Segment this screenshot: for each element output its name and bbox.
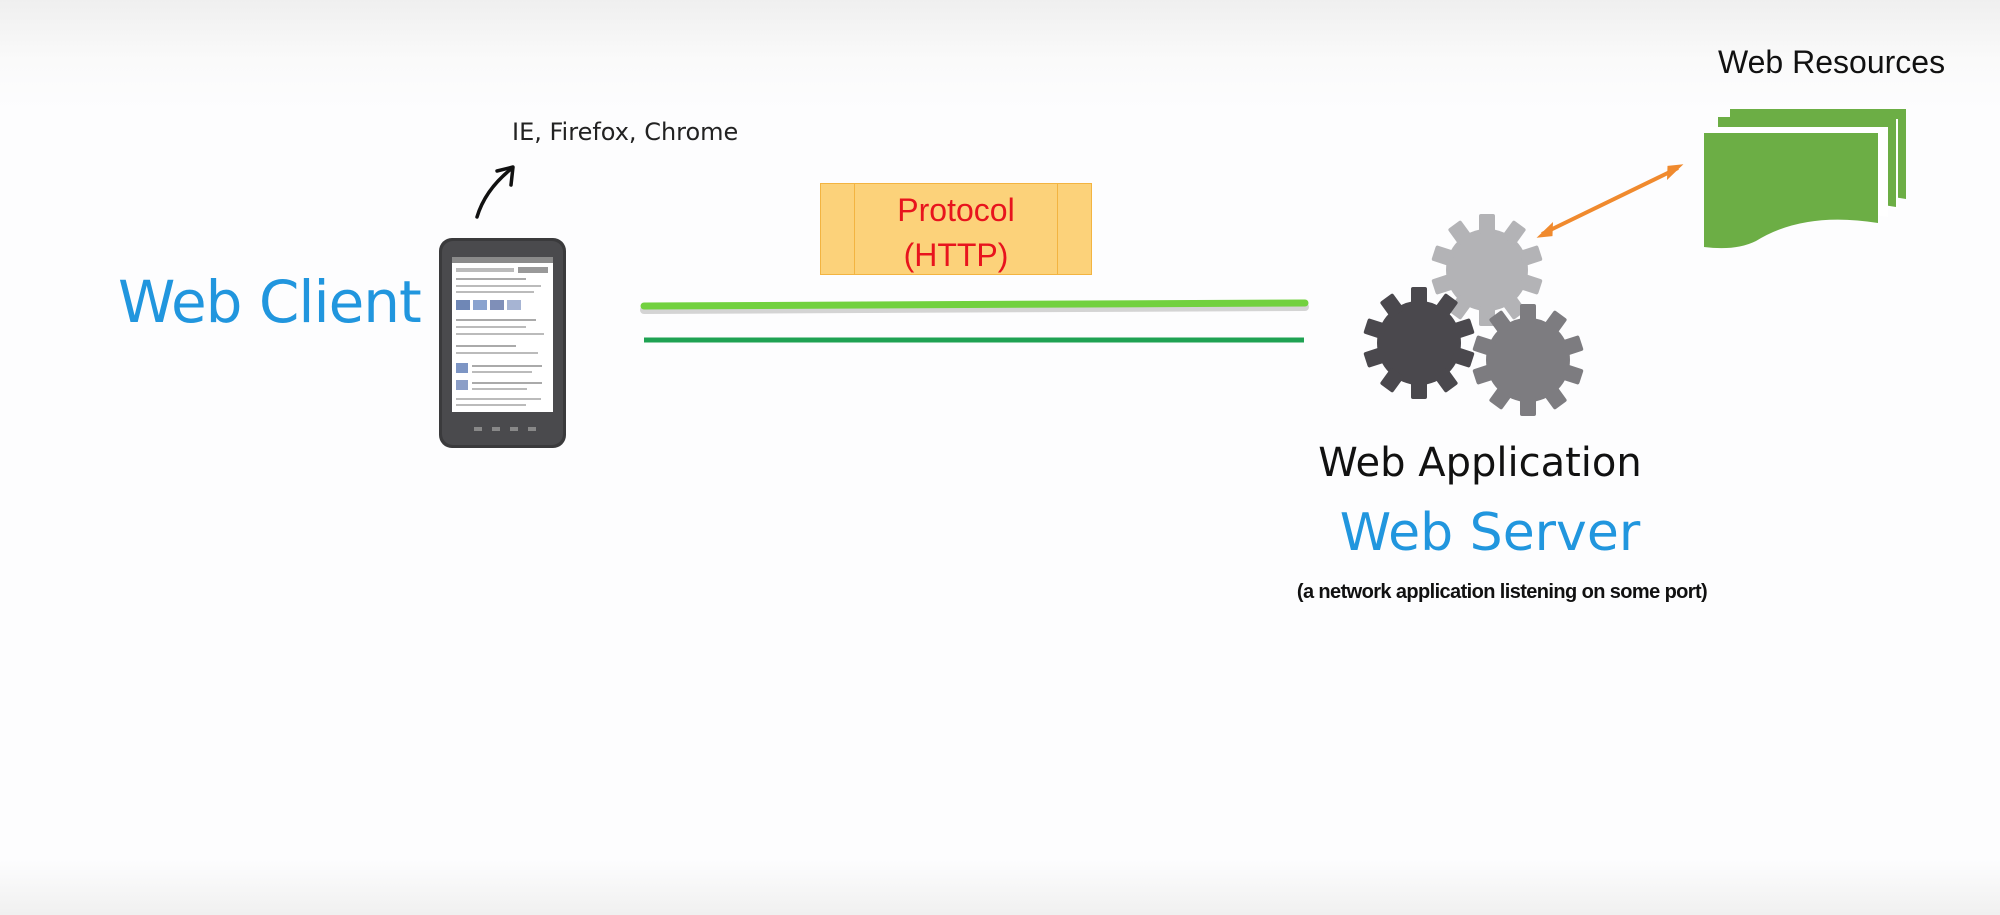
web-application-label: Web Application	[1318, 440, 1642, 486]
request-line-top	[640, 299, 1309, 310]
web-resources-documents-icon	[1704, 109, 1906, 249]
web-server-subtitle: (a network application listening on some…	[1296, 581, 1708, 603]
web-resources-label: Web Resources	[1718, 44, 1946, 80]
gears-icon	[1363, 214, 1584, 416]
protocol-box	[820, 183, 1092, 275]
resource-access-arrow-icon	[1536, 164, 1684, 238]
mobile-device-icon	[439, 238, 566, 448]
web-server-label: Web Server	[1339, 503, 1641, 563]
browsers-note: IE, Firefox, Chrome	[512, 118, 739, 146]
protocol-line-1: Protocol	[897, 192, 1015, 228]
browser-note-arrow-icon	[475, 165, 515, 219]
protocol-line-2: (HTTP)	[903, 237, 1009, 273]
protocol-label: Protocol (HTTP)	[820, 188, 1092, 278]
connection-lines	[640, 299, 1309, 343]
request-line	[640, 303, 1309, 314]
web-client-label: Web Client	[118, 268, 422, 336]
